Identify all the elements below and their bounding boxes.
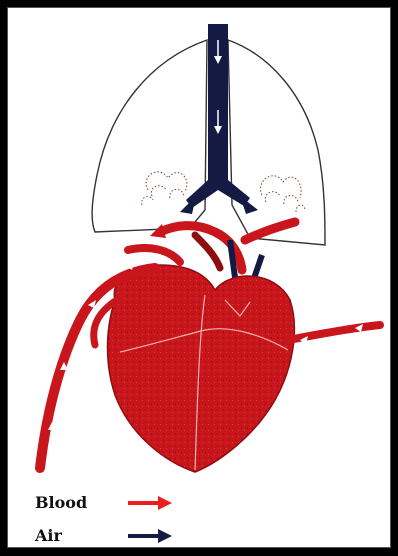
right-lung [228, 40, 325, 245]
legend-air: Air [35, 526, 113, 545]
heart-body [108, 265, 295, 472]
legend-blood-label: Blood [35, 493, 113, 512]
red-arrow-icon [128, 496, 172, 510]
legend-blood: Blood [35, 493, 113, 512]
legend-air-label: Air [35, 526, 113, 545]
navy-arrow-icon [128, 529, 172, 543]
